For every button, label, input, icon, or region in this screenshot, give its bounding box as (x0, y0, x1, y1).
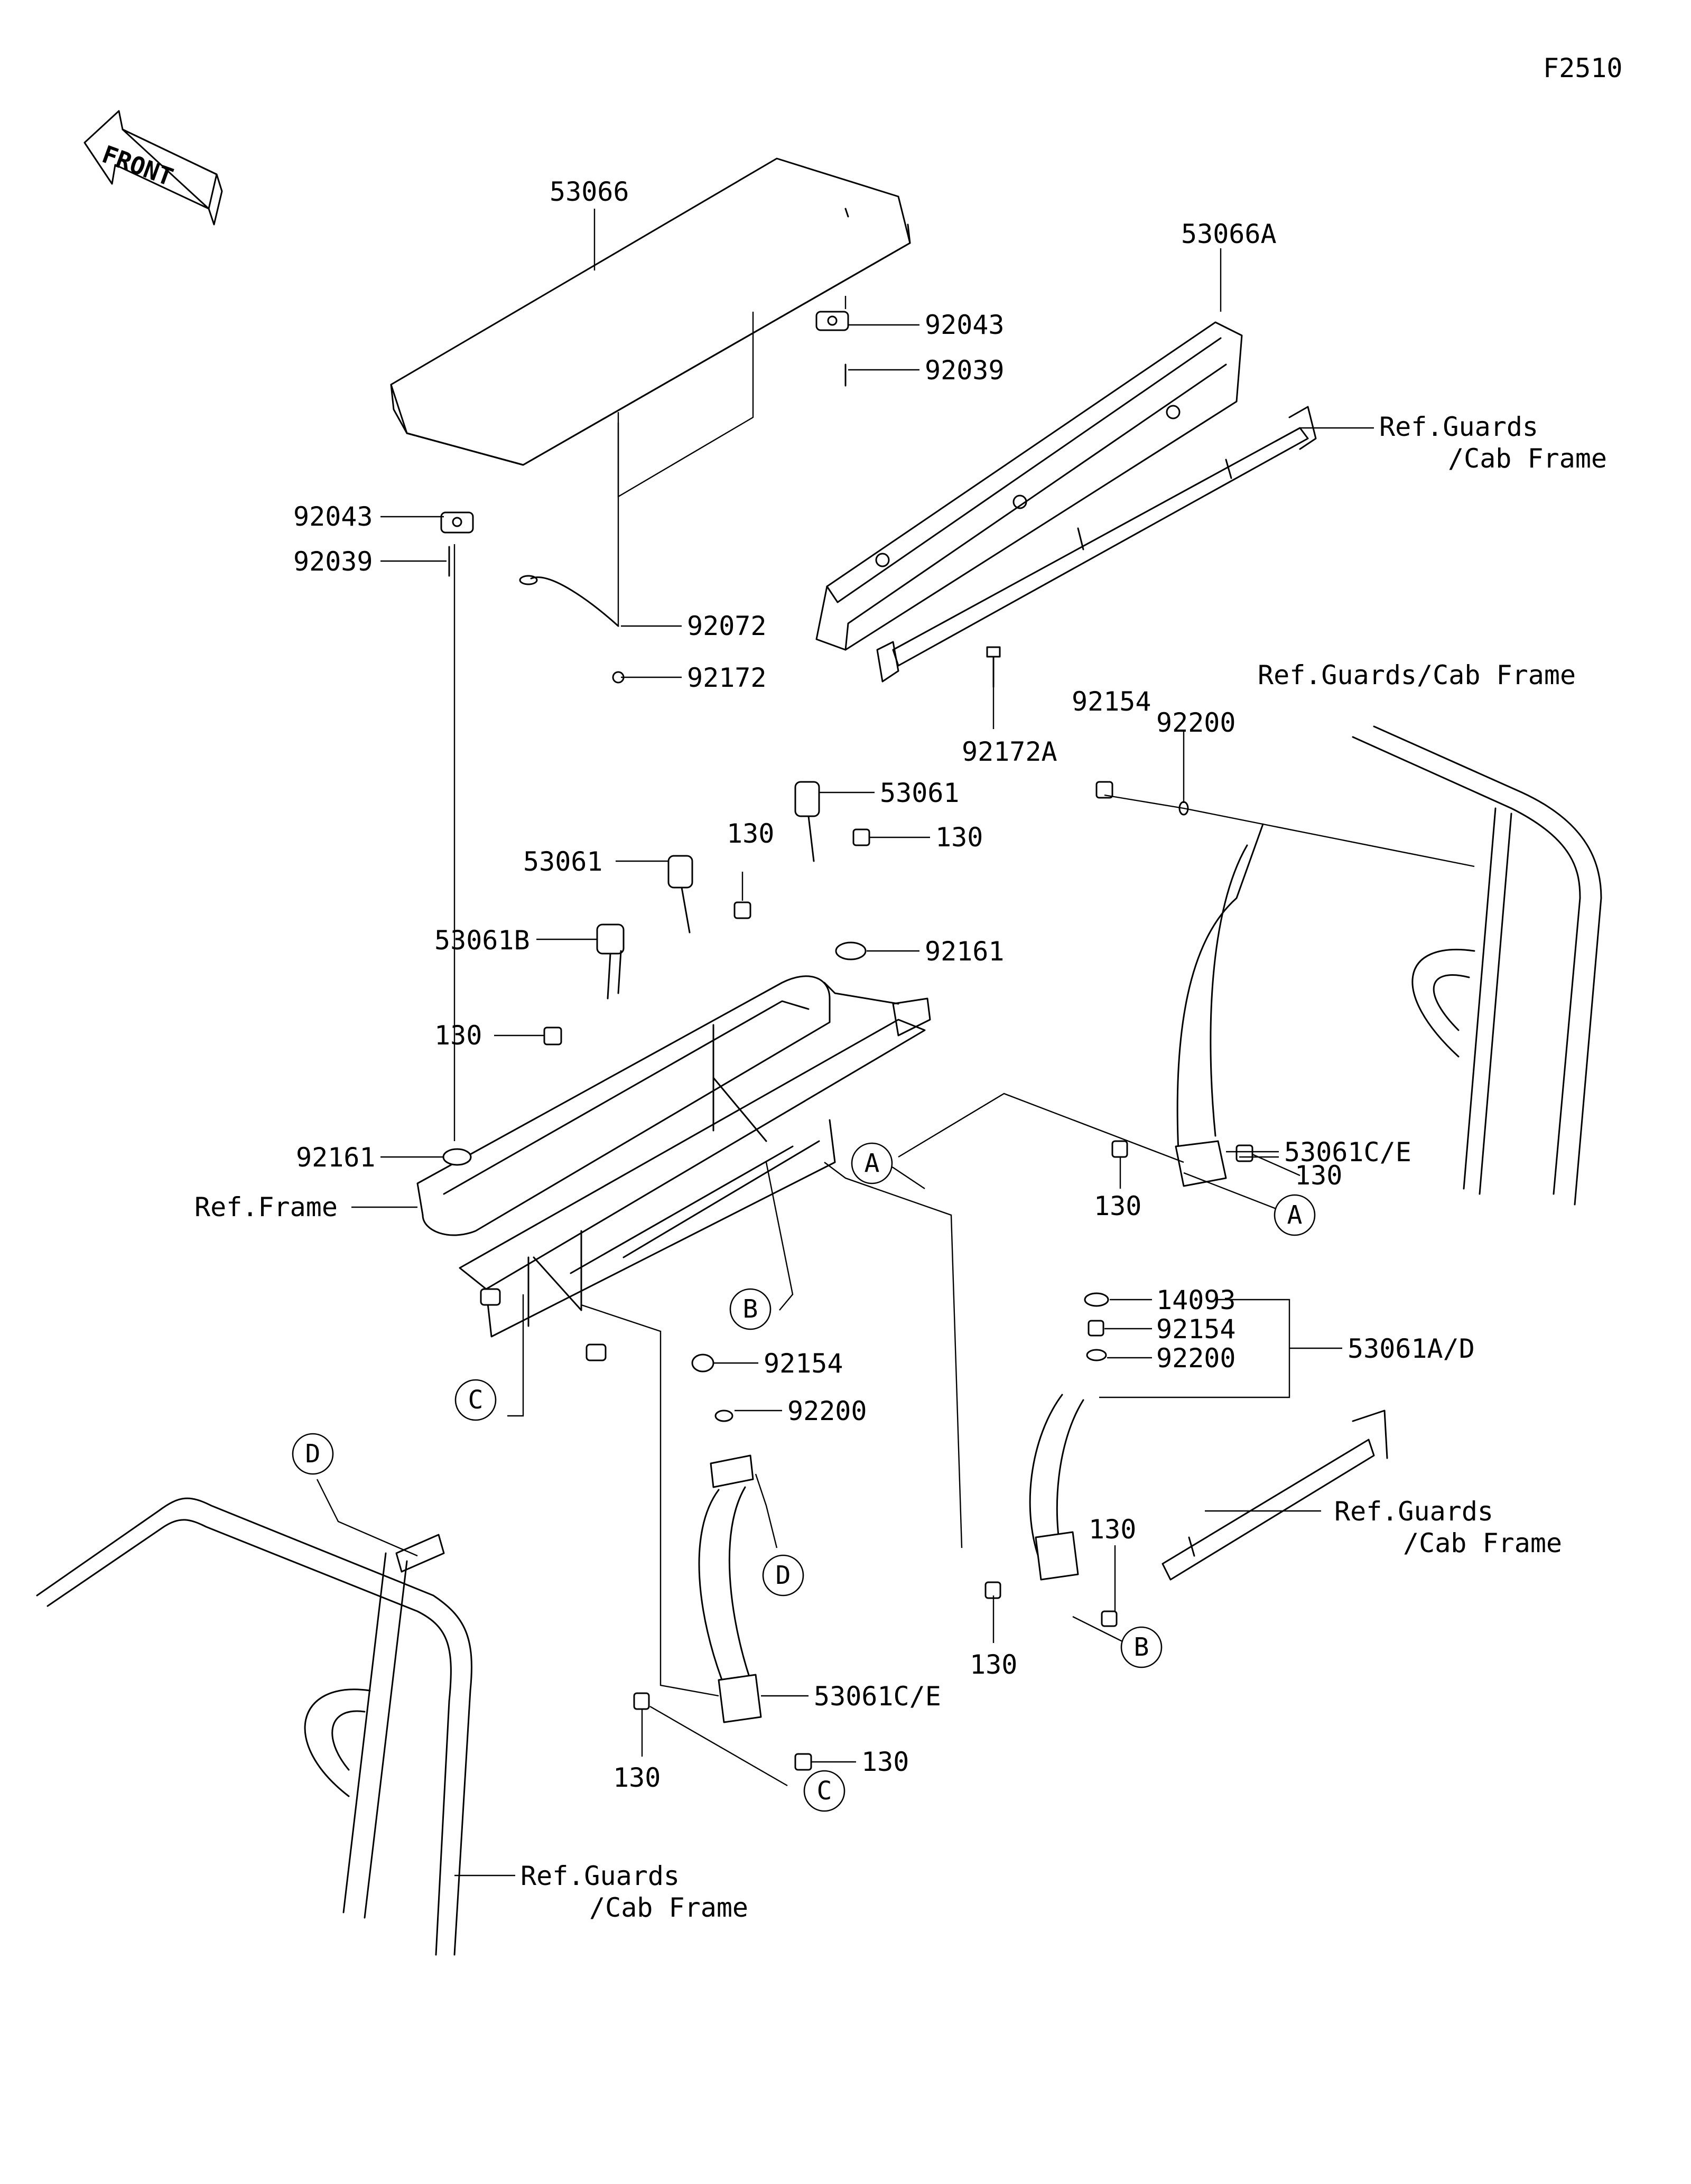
label-130-a: 130 (727, 818, 774, 849)
callout-b-right-text: B (1134, 1632, 1149, 1662)
ref-guards-mid-right-1: Ref.Guards (1334, 1496, 1493, 1527)
guard-bar-top-right (876, 406, 1317, 683)
label-92154-lower: 92154 (764, 1348, 843, 1379)
backrest-53066A (815, 321, 1243, 651)
retractor-53061AD (984, 1292, 1118, 1627)
front-arrow-icon: FRONT (83, 110, 223, 226)
label-130-g: 130 (970, 1649, 1017, 1680)
label-130-b: 130 (935, 822, 983, 853)
bolt-92172A (986, 646, 1001, 688)
wire-92072 (519, 575, 625, 684)
callout-a-right-text: A (1287, 1200, 1303, 1230)
clip-92043-left (440, 511, 474, 577)
ref-guards-top-right-1: Ref.Guards (1379, 412, 1538, 442)
callout-b-right: B (1120, 1626, 1163, 1668)
label-130-d: 130 (1094, 1191, 1141, 1221)
label-53061CE-left: 53061C/E (814, 1681, 941, 1712)
ref-guards-right: Ref.Guards/Cab Frame (1258, 660, 1576, 690)
ref-guards-bottom-left-1: Ref.Guards (521, 1861, 680, 1891)
label-130-c: 130 (434, 1020, 482, 1051)
label-92200-lower: 92200 (787, 1396, 867, 1426)
callout-a-top: A (851, 1142, 893, 1184)
bolt-130-a (852, 828, 870, 846)
callout-b-center: B (729, 1288, 772, 1330)
label-92154-mid: 92154 (1156, 1314, 1236, 1345)
label-130-f: 130 (1089, 1514, 1136, 1545)
buckle-53061B (596, 923, 625, 1000)
ref-frame: Ref.Frame (194, 1192, 338, 1222)
label-92043-right: 92043 (925, 310, 1005, 340)
callout-d-left: D (292, 1433, 334, 1475)
label-92154-top: 92154 (1072, 686, 1151, 717)
label-53061CE-right: 53061C/E (1284, 1137, 1411, 1168)
bolt-130-b (733, 901, 751, 919)
label-92043-left: 92043 (293, 501, 373, 532)
callout-a-top-text: A (865, 1149, 880, 1178)
label-92172A: 92172A (962, 736, 1057, 767)
retractor-53061CE-left (633, 1354, 812, 1771)
label-14093: 14093 (1156, 1285, 1236, 1315)
label-92172: 92172 (687, 662, 767, 693)
ref-guards-top-right-2: /Cab Frame (1448, 443, 1607, 474)
label-53061B: 53061B (434, 925, 530, 956)
guard-bar-mid-right (1162, 1410, 1388, 1581)
callout-c-lower: C (803, 1770, 846, 1812)
callout-d-left-text: D (305, 1439, 321, 1469)
callout-c-lower-text: C (817, 1776, 832, 1806)
label-130-i: 130 (613, 1762, 661, 1793)
bolt-130-c (543, 1026, 562, 1046)
label-92161-left: 92161 (296, 1142, 376, 1173)
guard-frame-right (1352, 725, 1602, 1206)
callout-b-center-text: B (743, 1294, 758, 1324)
grommet-92161-right (835, 941, 867, 960)
part-labels: 53066 53066A 92043 92039 92043 92039 920… (293, 176, 1475, 1793)
callout-d-center-text: D (776, 1561, 791, 1590)
label-92072: 92072 (687, 611, 767, 641)
label-92200-mid: 92200 (1156, 1343, 1236, 1374)
clip-92043-right (815, 311, 849, 387)
callout-d-center: D (762, 1554, 804, 1597)
label-92161-right: 92161 (925, 936, 1005, 967)
label-130-e: 130 (1295, 1160, 1342, 1191)
buckle-53061 (667, 855, 693, 934)
ref-guards-bottom-left-2: /Cab Frame (589, 1892, 748, 1923)
label-53061-a: 53061 (880, 778, 960, 808)
callout-c-left: C (454, 1379, 497, 1421)
guard-frame-left (36, 1497, 472, 1956)
label-53061-b: 53061 (523, 846, 603, 877)
frame (416, 975, 931, 1361)
ref-guards-mid-right-2: /Cab Frame (1403, 1528, 1562, 1558)
callout-c-left-text: C (468, 1385, 484, 1415)
label-92039-left: 92039 (293, 546, 373, 577)
retractor-53061CE-right (1095, 781, 1264, 1187)
label-130-h: 130 (861, 1747, 909, 1777)
grommet-92161-left (442, 1148, 472, 1166)
buckle-53061-top (794, 781, 820, 862)
label-92200-top: 92200 (1156, 707, 1236, 738)
callout-a-right: A (1274, 1194, 1316, 1236)
label-53061AD: 53061A/D (1348, 1333, 1475, 1364)
label-53066: 53066 (550, 176, 629, 207)
label-53066A: 53066A (1181, 219, 1277, 249)
label-92039-right: 92039 (925, 355, 1005, 386)
leader-lines (316, 209, 1475, 1877)
figure-code: F2510 (1543, 53, 1623, 83)
reference-labels: Ref.Guards /Cab Frame Ref.Guards/Cab Fra… (194, 412, 1607, 1923)
